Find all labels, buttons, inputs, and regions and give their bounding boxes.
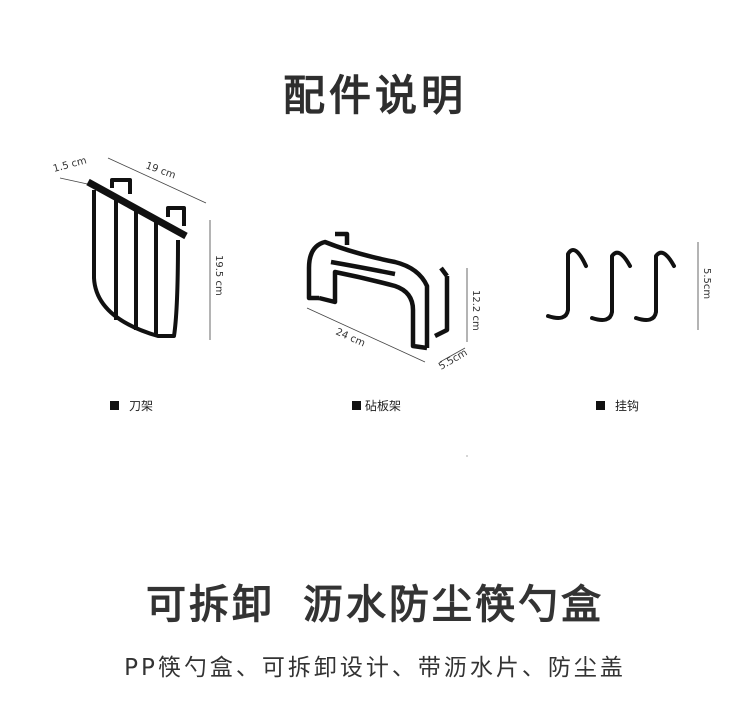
- hooks-figure: 5.5cm: [530, 150, 730, 400]
- page-title: 配件说明: [282, 71, 467, 120]
- hook-height-label: 5.5cm: [701, 268, 712, 299]
- cutting-board-rack-height-label: 12.2 cm: [470, 290, 481, 331]
- bullet-square-icon: [596, 401, 605, 410]
- hook-name: 挂钩: [615, 399, 640, 413]
- hook-caption: 挂钩: [596, 397, 639, 414]
- knife-rack-height-label: 19.5 cm: [213, 255, 224, 296]
- decorative-dot: [466, 455, 468, 457]
- bullet-square-icon: [352, 401, 361, 410]
- headline-part1: 可拆卸: [146, 582, 275, 628]
- cutting-board-rack-icon: 24 cm 5.5cm 12.2 cm: [306, 231, 481, 373]
- cutting-board-rack-depth-label: 5.5cm: [437, 347, 469, 372]
- knife-rack-depth-label: 1.5 cm: [52, 155, 88, 175]
- cutting-board-rack-length-label: 24 cm: [334, 327, 367, 350]
- headline: 可拆卸沥水防尘筷勺盒: [0, 572, 750, 630]
- knife-rack-icon: 1.5 cm 19 cm 19.5 cm: [52, 155, 224, 340]
- cutting-board-rack-name: 砧板架: [365, 399, 402, 413]
- knife-rack-caption: 刀架: [110, 397, 153, 414]
- bullet-square-icon: [110, 401, 119, 410]
- knife-rack-figure: 1.5 cm 19 cm 19.5 cm: [50, 150, 250, 400]
- headline-part2: 沥水防尘筷勺盒: [303, 582, 604, 628]
- knife-rack-name: 刀架: [129, 399, 154, 413]
- cutting-board-rack-caption: 砧板架: [352, 397, 401, 414]
- feature-subline: PP筷勺盒、可拆卸设计、带沥水片、防尘盖: [124, 655, 626, 681]
- knife-rack-width-label: 19 cm: [144, 160, 177, 181]
- hook-icon: 5.5cm: [546, 242, 712, 330]
- cutting-board-rack-figure: 24 cm 5.5cm 12.2 cm: [295, 150, 495, 400]
